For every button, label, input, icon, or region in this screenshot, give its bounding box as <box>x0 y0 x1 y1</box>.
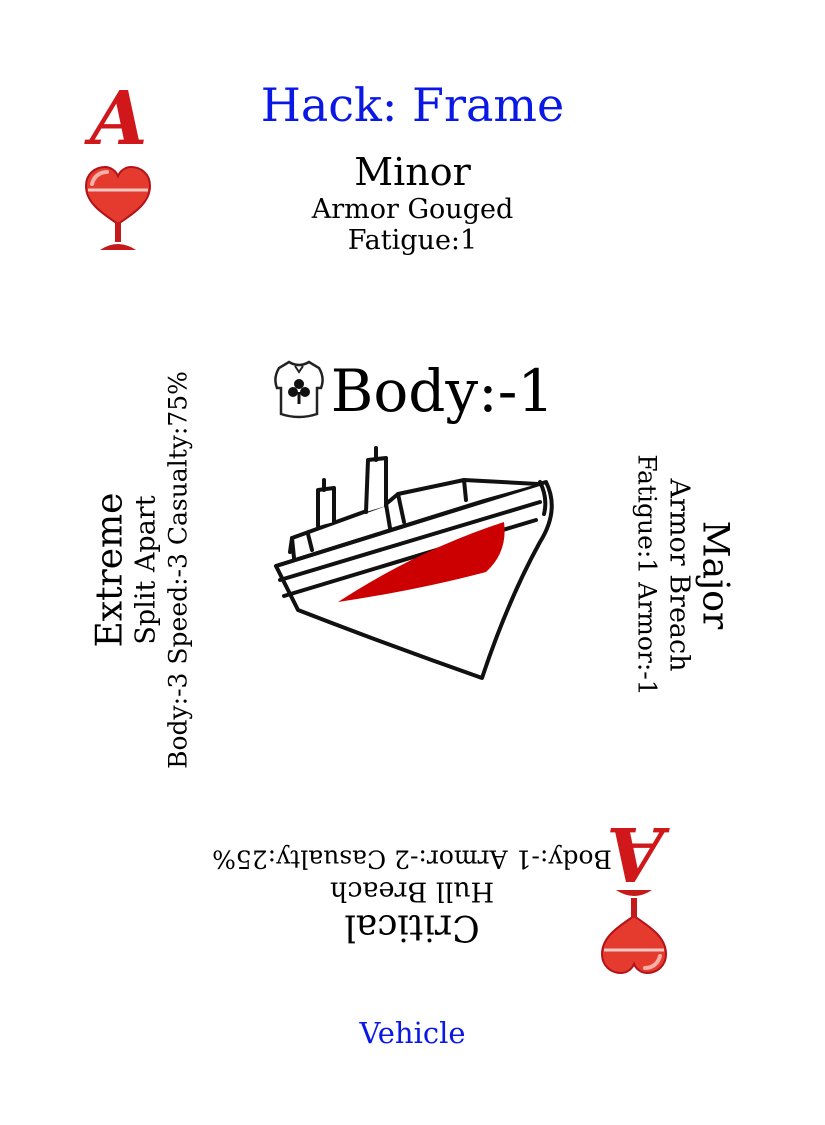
rank-bottom: A <box>606 810 664 896</box>
major-heading: Major <box>694 520 736 630</box>
major-line2: Fatigue:1 Armor:-1 <box>632 454 662 696</box>
card-footer: Vehicle <box>359 1016 466 1050</box>
torso-club-icon <box>273 360 324 419</box>
extreme-heading: Extreme <box>89 492 131 648</box>
minor-heading: Minor <box>354 150 471 194</box>
ship-icon <box>274 446 554 680</box>
heart-goblet-icon <box>84 165 152 250</box>
minor-block: Minor Armor Gouged Fatigue:1 <box>0 150 825 256</box>
minor-line1: Armor Gouged <box>311 194 514 225</box>
body-stat-row: Body:-1 <box>0 358 825 424</box>
rank-top: A <box>90 76 148 162</box>
body-stat-text: Body:-1 <box>330 357 555 425</box>
critical-line2: Body:-1 Armor:-2 Casualty:25% <box>212 844 612 874</box>
minor-line2: Fatigue:1 <box>347 225 478 256</box>
critical-block: Critical Hull Breach Body:-1 Armor:-2 Ca… <box>212 843 612 948</box>
extreme-line2: Body:-3 Speed:-3 Casualty:75% <box>163 371 193 769</box>
extreme-line1: Split Apart <box>129 495 161 645</box>
critical-heading: Critical <box>344 906 480 948</box>
major-line1: Armor Breach <box>664 478 696 672</box>
major-block: Major Armor Breach Fatigue:1 Armor:-1 <box>631 454 736 696</box>
critical-line1: Hull Breach <box>329 876 495 908</box>
heart-goblet-icon <box>600 890 668 975</box>
card-title: Hack: Frame <box>260 78 565 132</box>
extreme-block: Extreme Split Apart Body:-3 Speed:-3 Cas… <box>89 371 193 769</box>
